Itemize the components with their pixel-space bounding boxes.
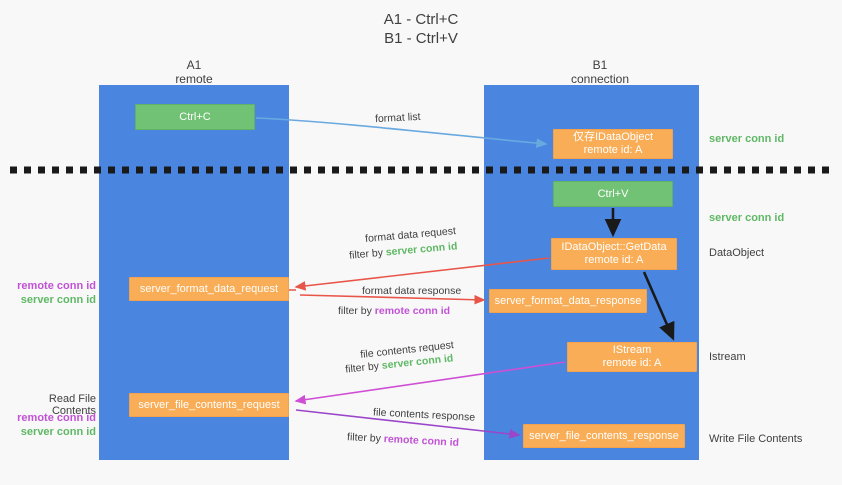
annotation-server-conn-id-top: server conn id <box>709 133 785 145</box>
annotation-conn-ids-top: remote conn id server conn id <box>8 279 96 307</box>
edge-label-file-contents-response: file contents response <box>372 406 476 424</box>
annotation-server-conn-id-2: server conn id <box>20 426 96 438</box>
node-ctrl-v[interactable]: Ctrl+V <box>553 181 673 207</box>
title-line-2: B1 - Ctrl+V <box>384 30 458 47</box>
lane-header-b1-name: B1 <box>592 58 608 72</box>
node-ctrl-v-label: Ctrl+V <box>597 187 629 200</box>
annotation-remote-conn-id-2: remote conn id <box>17 412 96 424</box>
node-idataobject-getdata[interactable]: IDataObject::GetData remote id: A <box>551 238 677 270</box>
lane-header-a1-name: A1 <box>186 58 202 72</box>
edge-label-format-list: format list <box>374 110 421 126</box>
lane-header-a1-sub: remote <box>175 72 213 86</box>
annotation-write-file-contents: Write File Contents <box>709 433 803 445</box>
node-idataobject-getdata-label: IDataObject::GetData <box>561 241 667 253</box>
lane-header-a1: A1 remote <box>134 58 254 86</box>
node-server-format-data-request[interactable]: server_format_data_request <box>129 277 289 301</box>
node-server-file-contents-request-label: server_file_contents_request <box>138 398 280 411</box>
annotation-conn-ids-bottom: remote conn id server conn id <box>8 411 96 439</box>
filter-prefix: filter by <box>338 305 375 317</box>
title-line-1: A1 - Ctrl+C <box>383 11 459 28</box>
annotation-remote-conn-id-1: remote conn id <box>17 280 96 292</box>
node-server-file-contents-request[interactable]: server_file_contents_request <box>129 393 289 417</box>
node-server-file-contents-response[interactable]: server_file_contents_response <box>523 424 685 448</box>
page-title: A1 - Ctrl+C B1 - Ctrl+V <box>0 10 842 48</box>
annotation-read-file-contents: Read File Contents <box>48 393 96 417</box>
node-ctrl-c-label: Ctrl+C <box>179 110 211 123</box>
annotation-istream: Istream <box>709 351 746 363</box>
node-ctrl-c[interactable]: Ctrl+C <box>135 104 255 130</box>
filter-value-remote-conn-id: remote conn id <box>383 433 460 449</box>
node-idataobject-label: 仅存IDataObject <box>572 131 654 143</box>
node-istream[interactable]: IStream remote id: A <box>567 342 697 372</box>
node-idataobject-getdata-sub: remote id: A <box>584 254 644 266</box>
node-server-file-contents-response-label: server_file_contents_response <box>529 429 679 442</box>
edge-label-file-contents-response-filter: filter by remote conn id <box>347 430 460 450</box>
filter-value-remote-conn-id: remote conn id <box>374 305 451 317</box>
filter-prefix: filter by <box>344 359 383 376</box>
annotation-server-conn-id-1: server conn id <box>20 294 96 306</box>
annotation-dataobject: DataObject <box>709 247 765 259</box>
node-istream-sub: remote id: A <box>602 357 662 369</box>
node-server-format-data-request-label: server_format_data_request <box>139 282 279 295</box>
dashed-separator <box>10 166 832 174</box>
annotation-server-conn-id-mid: server conn id <box>709 212 785 224</box>
filter-prefix: filter by <box>348 246 387 262</box>
node-idataobject[interactable]: 仅存IDataObject remote id: A <box>553 129 673 159</box>
node-server-format-data-response-label: server_format_data_response <box>494 294 642 307</box>
node-istream-label: IStream <box>612 344 652 356</box>
filter-prefix: filter by <box>346 431 385 445</box>
lane-header-b1-sub: connection <box>570 72 630 86</box>
node-server-format-data-response[interactable]: server_format_data_response <box>489 289 647 313</box>
edge-label-format-data-response: format data response <box>362 285 462 297</box>
lane-header-b1: B1 connection <box>535 58 665 86</box>
edge-label-format-data-response-filter: filter by remote conn id <box>338 304 450 318</box>
node-idataobject-sub: remote id: A <box>583 144 643 156</box>
